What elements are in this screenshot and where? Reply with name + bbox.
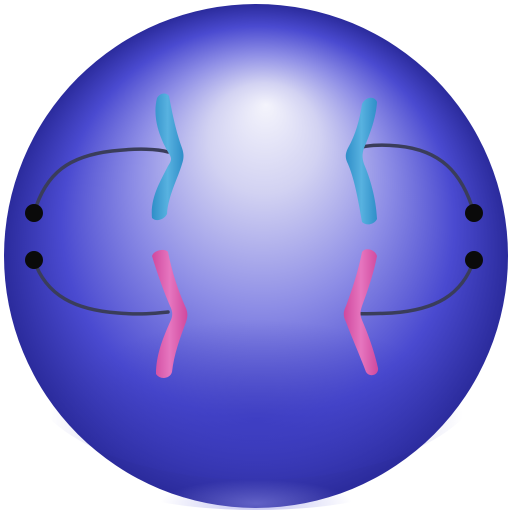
chromatid-left-blue [151, 93, 184, 221]
spindle-fiber-left-bottom [32, 258, 170, 316]
centrioles [25, 204, 483, 269]
centriole-right-top [465, 204, 483, 222]
chromatid-right-pink [343, 249, 379, 376]
centriole-left-top [25, 204, 43, 222]
blue-chromatid-shape [345, 97, 377, 225]
chromatid-left-pink [152, 249, 188, 378]
centriole-right-bottom [465, 251, 483, 269]
cell-rim-light [96, 430, 416, 510]
spindle-fiber-right-bottom [348, 258, 476, 316]
blue-chromatid-shape [151, 93, 184, 221]
centriole-left-bottom [25, 251, 43, 269]
chromatid-right-blue [345, 97, 377, 225]
pink-chromatid-shape [152, 249, 188, 378]
spindle-fiber-left-top [32, 147, 170, 215]
spindle-fiber-right-top [350, 143, 476, 215]
pink-chromatid-shape [343, 249, 379, 376]
spindle-fibers [32, 143, 476, 316]
